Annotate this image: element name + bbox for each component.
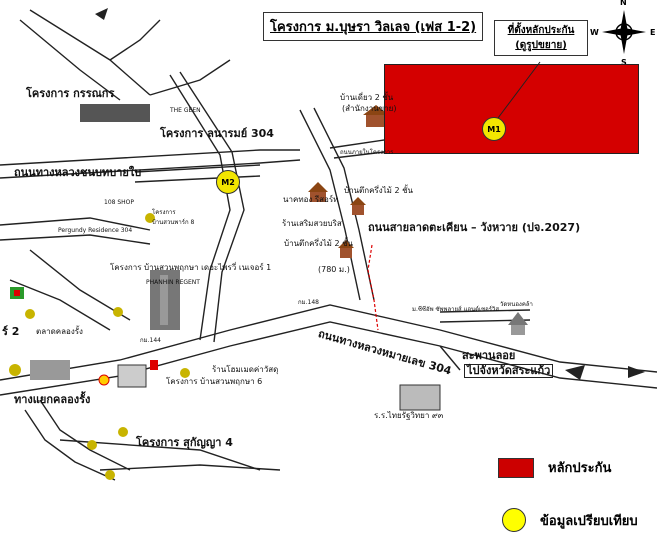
map-title: โครงการ ม.บุษรา วิลเลจ (เฟส 1-2) [263, 12, 484, 41]
label-natong: นาคทอง รีสอร์ท [283, 195, 339, 204]
compass-e: E [650, 28, 656, 37]
legend-collateral-label: หลักประกัน [548, 461, 612, 476]
compass-w: W [590, 28, 599, 37]
legend-collateral: หลักประกัน [498, 457, 611, 478]
label-market: ตลาดคลองรั้ง [36, 327, 83, 336]
compass-rose: N S W E [590, 0, 655, 67]
label-shop108: 108 SHOP [104, 199, 135, 206]
label-homemade: ร้านโฮมเมดค่าวัสดุ [212, 365, 279, 374]
collateral-plot[interactable] [384, 64, 639, 154]
label-thaiya: ร.ร.ไทยรัฐวิทยา ๙๓ [374, 411, 444, 420]
marker-m2[interactable]: M2 [216, 170, 240, 194]
label-road-near: ถนนภายในโครงการ [340, 149, 394, 156]
legend-comparison: ข้อมูลเปรียบเทียบ [502, 508, 638, 532]
label-smalltext2: บ้านสวนพาร์ก 8 [152, 219, 195, 226]
legend-comparison-swatch [502, 508, 526, 532]
label-baan-diew: บ้านเดี่ยว 2 ชั้น [340, 93, 394, 102]
label-tuek2b: บ้านตึกครึ่งไม้ 2 ชั้น [284, 239, 354, 248]
label-km144: กม.144 [140, 337, 161, 344]
label-r2: ร์ 2 [2, 325, 20, 338]
label-sermsuai: ร้านเสริมสวยบริส [282, 219, 342, 228]
legend-comparison-label: ข้อมูลเปรียบเทียบ [540, 513, 638, 529]
label-sales: (สำนักงานขาย) [342, 104, 397, 113]
label-distance: (780 ม.) [318, 265, 350, 274]
callout-line2: (ดูรูปขยาย) [515, 40, 567, 51]
legend-collateral-swatch [498, 457, 534, 478]
label-tuek2: บ้านตึกครึ่งไม้ 2 ชั้น [344, 186, 414, 195]
label-suanphruksa6: โครงการ บ้านสวนพฤกษา 6 [166, 377, 263, 386]
label-bypass-road: ถนนทางหลวงชนบทบายใบ [14, 166, 142, 179]
label-koeng: ทางแยกคลองรั้ง [14, 393, 91, 406]
label-green: THE GEEN [170, 107, 201, 114]
callout-line1: ที่ตั้งหลักประกัน [507, 25, 575, 36]
collateral-callout: ที่ตั้งหลักประกัน (ดูรูปขยาย) [494, 20, 588, 56]
label-phanhin: โครงการ บ้านสวนพฤกษา เดอะไพรวี่ เนเจอร์ … [110, 263, 272, 272]
compass-s: S [621, 58, 627, 67]
label-kanchanakorn: โครงการ กรรณกร [26, 87, 115, 100]
label-ladkrabang-road: ถนนสายลาดตะเคียน – วังหวาย (ปจ.2027) [368, 221, 581, 234]
label-wat: วัดหนองคล้า [500, 301, 533, 308]
marker-m1[interactable]: M1 [482, 117, 506, 141]
label-to-sakaeo: ไปจังหวัดสระแก้ว [464, 364, 554, 379]
label-bridge: สะพานลอย [462, 349, 516, 362]
label-rim304: โครงการ ลนารมย์ 304 [160, 127, 274, 140]
compass-n: N [620, 0, 627, 7]
label-suppanya: โครงการ สุกัญญา 4 [136, 436, 233, 449]
label-cpa: ม.ซีซีอัพ ซัพพลายส์ แอนด์เซอร์วิส [412, 306, 500, 313]
label-km148: กม.148 [298, 299, 319, 306]
label-phanhin-regent: PHANHIN REGENT [146, 279, 200, 286]
label-pergundy: Pergundy Residence 304 [58, 227, 133, 234]
label-smalltext1: โครงการ [152, 209, 176, 216]
